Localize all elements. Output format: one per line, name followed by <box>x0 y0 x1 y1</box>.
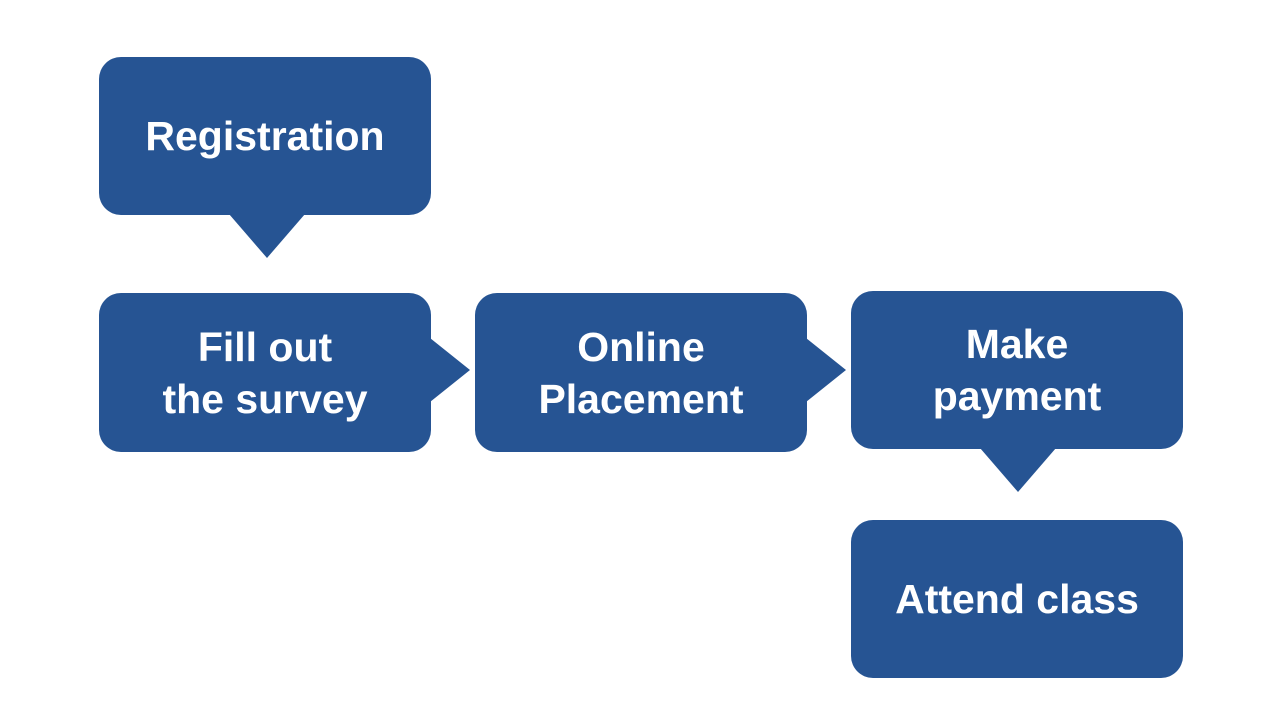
step-attend-class-box: Attend class <box>851 520 1183 678</box>
connector-arrow-placement-to-payment <box>806 338 846 402</box>
step-fill-out-survey-label: Fill out the survey <box>150 321 379 425</box>
step-registration-label: Registration <box>133 110 396 162</box>
step-registration-box: Registration <box>99 57 431 215</box>
step-online-placement-line-2: Placement <box>538 375 744 422</box>
step-make-payment-line-1: Make <box>965 321 1069 367</box>
step-make-payment-line-2: payment <box>932 373 1102 419</box>
connector-arrow-registration-to-survey <box>229 214 305 258</box>
step-fill-out-survey-line-1: Fill out <box>197 323 333 370</box>
step-fill-out-survey-box: Fill out the survey <box>99 293 431 452</box>
step-attend-class-label: Attend class <box>883 573 1151 625</box>
step-attend-class-line-1: Attend class <box>895 576 1139 622</box>
connector-arrow-payment-to-class <box>980 448 1056 492</box>
step-online-placement-box: Online Placement <box>475 293 807 452</box>
step-make-payment-label: Make payment <box>921 318 1114 422</box>
step-online-placement-line-1: Online <box>577 323 705 370</box>
step-registration-line-1: Registration <box>145 113 385 159</box>
step-make-payment-box: Make payment <box>851 291 1183 449</box>
step-fill-out-survey-line-2: the survey <box>162 375 368 422</box>
step-online-placement-label: Online Placement <box>526 321 755 425</box>
connector-arrow-survey-to-placement <box>430 338 470 402</box>
